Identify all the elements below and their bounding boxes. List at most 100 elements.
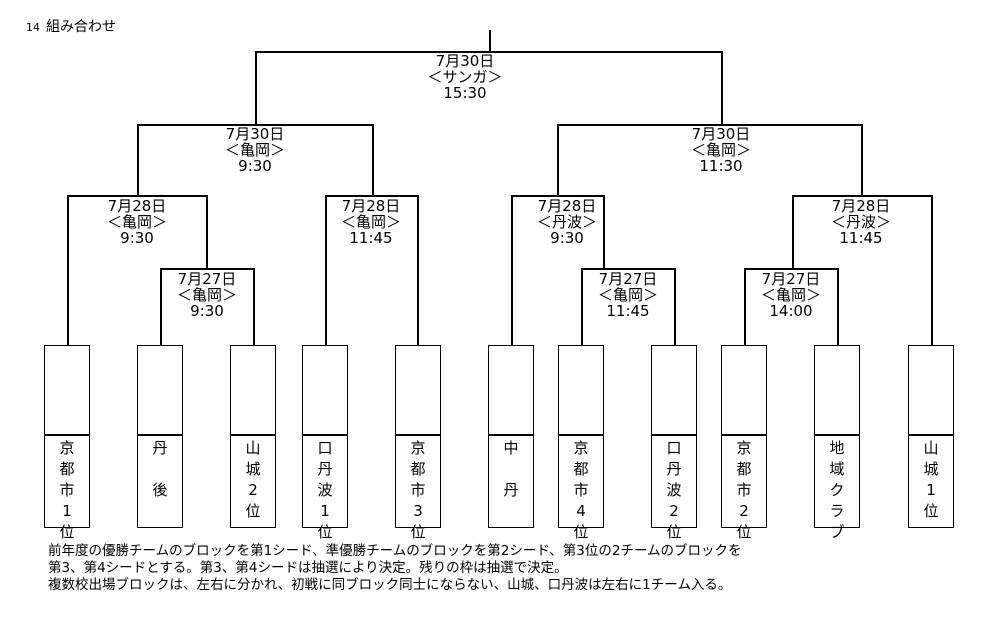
team-name-char: 2 [669, 502, 679, 520]
team-name-char: 位 [736, 523, 752, 541]
bracket-line [255, 51, 723, 53]
page-number: 14 [26, 21, 40, 34]
team-name-char: 1 [926, 481, 936, 499]
bracket-line [744, 268, 746, 346]
bracket-line [792, 195, 933, 197]
bracket-line [417, 195, 419, 346]
match-time: 9:30 [238, 157, 272, 175]
team-name-char: 口 [317, 439, 333, 457]
bracket-line [206, 195, 208, 270]
bracket-line [137, 124, 374, 126]
match-date: 7月28日 [341, 197, 401, 215]
match-venue: ＜亀岡＞ [340, 213, 401, 231]
slot-divider [909, 434, 953, 436]
bracket-line [325, 195, 327, 346]
team-name-char: 1 [62, 502, 72, 520]
team-name-char: 3 [413, 502, 423, 520]
team-name-char: 京 [736, 439, 752, 457]
page-title: 組み合わせ [46, 19, 116, 35]
slot-divider [138, 434, 182, 436]
bracket-line [511, 195, 605, 197]
team-name-char: 域 [829, 460, 845, 478]
slot-divider [722, 434, 766, 436]
team-name-char: 位 [245, 502, 261, 520]
match-time: 11:45 [606, 302, 650, 320]
match-venue: ＜丹波＞ [830, 213, 891, 231]
match-venue: ＜亀岡＞ [176, 286, 237, 304]
match-date: 7月30日 [225, 125, 285, 143]
match-date: 7月30日 [691, 125, 751, 143]
match-time: 9:30 [190, 302, 224, 320]
bracket-line [581, 268, 583, 346]
team-name-char: 位 [923, 502, 939, 520]
match-time: 9:30 [550, 229, 584, 247]
team-name-char: 位 [317, 523, 333, 541]
team-name-char: 山 [923, 439, 939, 457]
team-name-char: 城 [245, 460, 261, 478]
bracket-line [744, 268, 839, 270]
team-name: 中 丹 [489, 438, 533, 525]
team-name-char: 口 [666, 439, 682, 457]
team-name-char: 中 [503, 439, 519, 457]
bracket-line [255, 51, 257, 125]
team-name-char: 位 [59, 523, 75, 541]
match-date: 7月27日 [177, 270, 237, 288]
team-name-char: 市 [736, 481, 752, 499]
match-qf4: 7月28日 ＜丹波＞ 11:45 [806, 198, 916, 246]
bracket-line [792, 195, 794, 270]
team-name-char: 都 [410, 460, 426, 478]
slot-divider [231, 434, 275, 436]
team-slot: 丹 後 [137, 345, 183, 528]
team-name-char: 丹 [666, 460, 682, 478]
match-r1a: 7月27日 ＜亀岡＞ 9:30 [152, 271, 262, 319]
match-r1c: 7月27日 ＜亀岡＞ 14:00 [736, 271, 846, 319]
team-name: 丹 後 [138, 438, 182, 525]
team-name-char: 2 [739, 502, 749, 520]
match-final: 7月30日 ＜サンガ＞ 15:30 [410, 53, 520, 101]
team-name-char [158, 459, 163, 480]
team-name-char: 京 [410, 439, 426, 457]
match-time: 14:00 [769, 302, 813, 320]
team-name-char: 市 [573, 481, 589, 499]
match-date: 7月27日 [761, 270, 821, 288]
team-name-char: 市 [410, 481, 426, 499]
match-time: 15:30 [443, 84, 487, 102]
team-name-char: 丹 [152, 439, 168, 457]
bracket-line [325, 195, 419, 197]
match-date: 7月30日 [435, 52, 495, 70]
team-name-char: 地 [829, 439, 845, 457]
note-line: 第3、第4シードとする。第3、第4シードは抽選により決定。残りの枠は抽選で決定。 [48, 560, 568, 576]
team-slot: 地域クラブ [814, 345, 860, 541]
slot-divider [303, 434, 347, 436]
team-name-char: 位 [573, 523, 589, 541]
bracket-line [721, 51, 723, 125]
team-name-char: ブ [829, 523, 845, 541]
team-slot: 中 丹 [488, 345, 534, 528]
slot-divider [45, 434, 89, 436]
team-name-char: 都 [59, 460, 75, 478]
match-date: 7月28日 [107, 197, 167, 215]
team-name-char: 2 [248, 481, 258, 499]
match-time: 11:45 [839, 229, 883, 247]
match-venue: ＜亀岡＞ [597, 286, 658, 304]
bracket-line [674, 268, 676, 346]
match-date: 7月28日 [537, 197, 597, 215]
bracket-line [137, 124, 139, 196]
slot-divider [652, 434, 696, 436]
slot-divider [559, 434, 603, 436]
match-r1b: 7月27日 ＜亀岡＞ 11:45 [573, 271, 683, 319]
bracket-line [160, 268, 255, 270]
match-time: 9:30 [120, 229, 154, 247]
match-date: 7月28日 [831, 197, 891, 215]
bracket-line [861, 124, 863, 196]
